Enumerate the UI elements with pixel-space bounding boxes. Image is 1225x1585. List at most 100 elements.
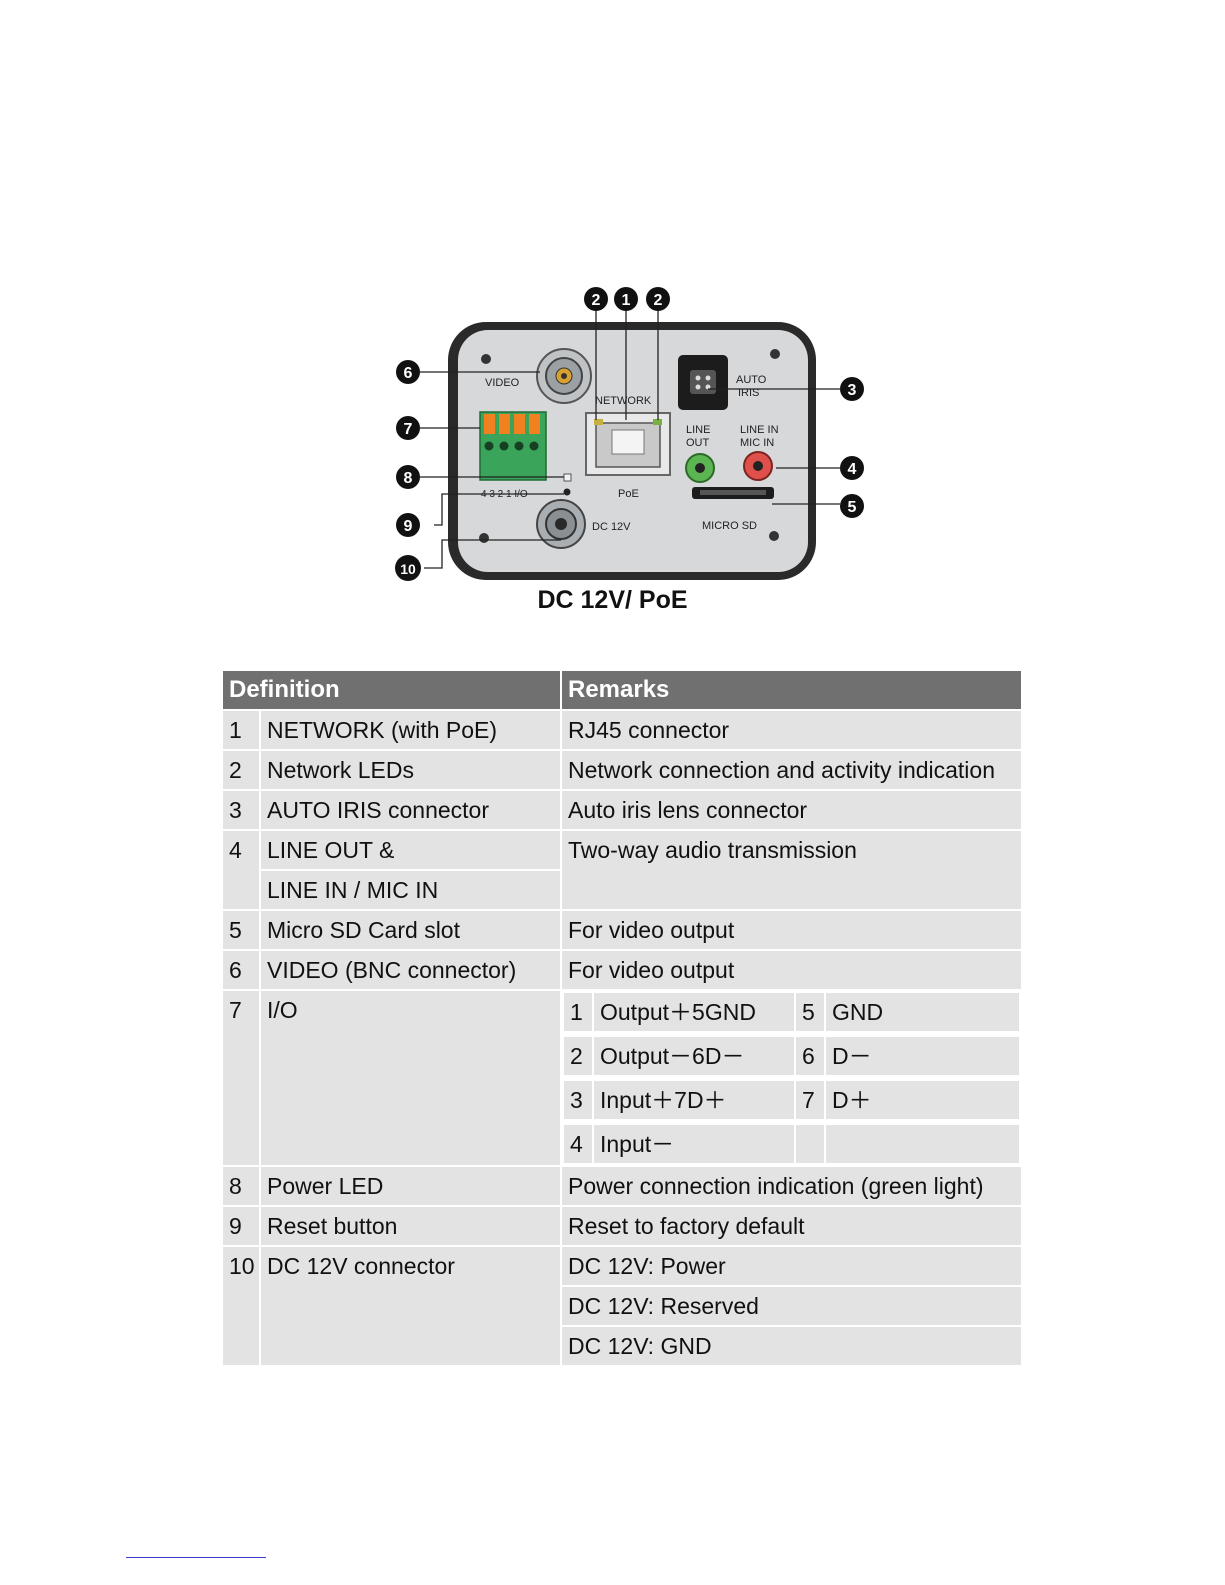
header-remarks: Remarks	[560, 669, 1023, 711]
callout-1: 1	[614, 287, 638, 311]
table-row: 1 NETWORK (with PoE) RJ45 connector	[221, 709, 1023, 751]
callout-6: 6	[396, 360, 420, 384]
row-number: 7	[221, 989, 261, 1167]
table-row: 4 LINE OUT & Two-way audio transmission	[221, 829, 1023, 911]
io-pin-number	[794, 1124, 826, 1164]
io-pin-number: 2	[563, 1036, 594, 1076]
line-in-jack-icon	[743, 451, 773, 481]
row-remarks: Network connection and activity indicati…	[560, 749, 1023, 791]
power-led-icon	[563, 473, 572, 482]
svg-text:8: 8	[404, 470, 413, 487]
table-header-row: Definition Remarks	[221, 669, 1023, 711]
row-definition: DC 12V connector	[259, 1245, 562, 1367]
line-in-label-1: LINE IN	[740, 424, 779, 436]
svg-text:9: 9	[404, 518, 413, 535]
io-pin-row: 4 Input－	[560, 1121, 1023, 1167]
table-row-continued: 4 Input－	[222, 1121, 1023, 1167]
callout-9: 9	[396, 513, 420, 537]
row-definition: VIDEO (BNC connector)	[259, 949, 562, 991]
io-pin-number: 5	[794, 992, 826, 1032]
table-row: 10 DC 12V connector DC 12V: Power	[221, 1245, 1023, 1367]
micro-sd-label: MICRO SD	[702, 520, 757, 532]
callout-4: 4	[840, 456, 864, 480]
row-remarks: DC 12V: Reserved	[560, 1285, 1023, 1327]
io-pin-number: 3	[563, 1080, 594, 1120]
reset-button-icon	[563, 488, 571, 496]
header-definition: Definition	[221, 669, 562, 711]
svg-text:6: 6	[404, 365, 413, 382]
table-row: 6 VIDEO (BNC connector) For video output	[221, 949, 1023, 991]
svg-text:2: 2	[654, 292, 663, 309]
screw-icon	[481, 354, 491, 364]
connector-definition-table: Definition Remarks 1 NETWORK (with PoE) …	[221, 669, 1023, 1367]
bnc-video-connector-icon	[536, 348, 592, 404]
row-remarks: Two-way audio transmission	[560, 829, 1023, 911]
auto-iris-connector-icon	[678, 355, 728, 410]
callout-8: 8	[396, 465, 420, 489]
svg-text:4: 4	[848, 461, 857, 478]
dc-power-connector-icon	[536, 499, 586, 549]
io-pin-label: Output－6D－	[592, 1036, 796, 1076]
row-remarks: For video output	[560, 949, 1023, 991]
row-definition-line-2: LINE IN / MIC IN	[259, 869, 562, 911]
line-out-label-2: OUT	[686, 437, 710, 449]
svg-text:7: 7	[404, 421, 413, 438]
io-pin-row: 3 Input＋7D＋ 7 D＋	[560, 1077, 1023, 1123]
screw-icon	[769, 531, 779, 541]
screw-icon	[770, 349, 780, 359]
rj45-network-port-icon	[585, 412, 671, 476]
svg-text:10: 10	[400, 561, 416, 577]
video-label: VIDEO	[485, 377, 520, 389]
io-pin-label: D－	[824, 1036, 1020, 1076]
io-pin-label	[824, 1124, 1020, 1164]
svg-text:2: 2	[592, 292, 601, 309]
auto-iris-label-1: AUTO	[736, 374, 767, 386]
table-row-continued: 2 Output－6D－ 6 D－	[222, 1033, 1023, 1079]
line-out-jack-icon	[685, 453, 715, 483]
row-definition: Network LEDs	[259, 749, 562, 791]
poe-label: PoE	[618, 488, 639, 500]
row-number: 6	[221, 949, 261, 991]
svg-text:5: 5	[848, 499, 857, 516]
row-remarks: DC 12V: Power	[560, 1245, 1023, 1287]
row-definition: AUTO IRIS connector	[259, 789, 562, 831]
row-remarks: For video output	[560, 909, 1023, 951]
io-pin-number: 6	[794, 1036, 826, 1076]
callout-3: 3	[840, 377, 864, 401]
callout-10: 10	[395, 555, 421, 581]
row-definition: NETWORK (with PoE)	[259, 709, 562, 751]
io-pin-number: 4	[563, 1124, 594, 1164]
row-definition: I/O	[259, 989, 562, 1167]
row-number: 3	[221, 789, 261, 831]
table-row: 5 Micro SD Card slot For video output	[221, 909, 1023, 951]
table-row-continued: DC 12V: GND	[222, 1325, 1023, 1367]
callout-7: 7	[396, 416, 420, 440]
table-row: 8 Power LED Power connection indication …	[221, 1165, 1023, 1207]
table-row: 3 AUTO IRIS connector Auto iris lens con…	[221, 789, 1023, 831]
row-definition: Power LED	[259, 1165, 562, 1207]
footnote-separator	[126, 1557, 266, 1558]
figure-caption: DC 12V/ PoE	[537, 586, 688, 614]
row-remarks: Reset to factory default	[560, 1205, 1023, 1247]
row-number: 5	[221, 909, 261, 951]
camera-rear-panel-figure: VIDEO AUTO IRIS NETWORK PoE LINE OUT LIN…	[395, 287, 864, 581]
io-pin-label: Input－	[592, 1124, 796, 1164]
table-row: 7 I/O 1 Output＋5GND 5 GND	[221, 989, 1023, 1167]
row-definition: Micro SD Card slot	[259, 909, 562, 951]
row-number: 10	[221, 1245, 261, 1367]
table-row: 9 Reset button Reset to factory default	[221, 1205, 1023, 1247]
callout-5: 5	[840, 494, 864, 518]
row-remarks: Power connection indication (green light…	[560, 1165, 1023, 1207]
screw-icon	[479, 533, 489, 543]
table-row-continued: 3 Input＋7D＋ 7 D＋	[222, 1077, 1023, 1123]
table-row: 2 Network LEDs Network connection and ac…	[221, 749, 1023, 791]
row-remarks: Auto iris lens connector	[560, 789, 1023, 831]
row-number: 4	[221, 829, 261, 911]
micro-sd-slot-icon	[692, 487, 774, 499]
row-definition-line-1: LINE OUT &	[259, 829, 562, 871]
row-remarks: RJ45 connector	[560, 709, 1023, 751]
callout-2-right: 2	[646, 287, 670, 311]
row-remarks: DC 12V: GND	[560, 1325, 1023, 1367]
io-pin-row: 2 Output－6D－ 6 D－	[560, 1033, 1023, 1079]
svg-text:3: 3	[848, 382, 857, 399]
